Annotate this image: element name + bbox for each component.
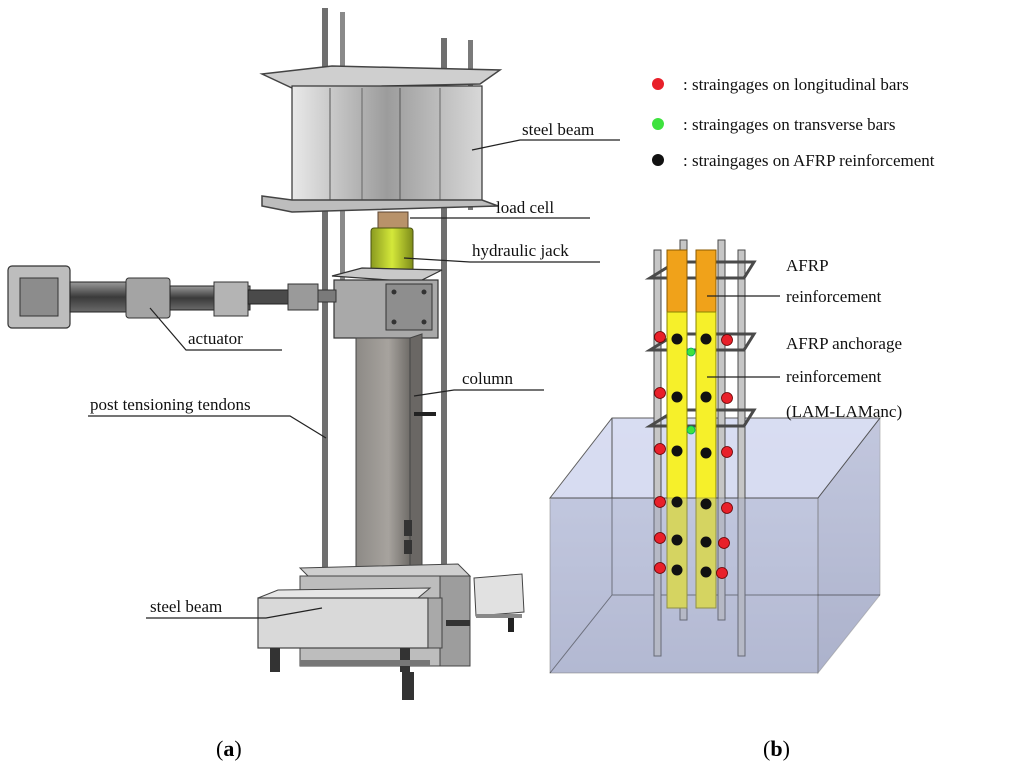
top-steel-beam [259, 65, 503, 213]
long-bar-4 [737, 249, 746, 657]
gauge-trans [686, 425, 696, 435]
setup-a: steel beam load cell hydraulic jack actu… [7, 8, 620, 700]
caption-b-close: ) [783, 736, 790, 761]
actuator-assembly [7, 265, 337, 329]
gauge-afrp [700, 333, 712, 345]
tendon-rod-right [441, 38, 447, 586]
gauge-afrp [671, 534, 683, 546]
gauge-afrp [700, 391, 712, 403]
legend-text-transverse: : straingages on transverse bars [683, 115, 895, 134]
caption-b-open: ( [763, 736, 770, 761]
label-anchorage-line3: (LAM-LAManc) [786, 402, 902, 421]
label-afrp-line2: reinforcement [786, 287, 882, 306]
gauge-long [654, 496, 666, 508]
gauge-long [721, 446, 733, 458]
label-column: column [462, 369, 513, 388]
label-afrp-line1: AFRP [786, 256, 829, 275]
leader-steel-beam-top [471, 139, 620, 151]
gauge-long [716, 567, 728, 579]
gauge-afrp [700, 498, 712, 510]
label-anchorage-line1: AFRP anchorage [786, 334, 902, 353]
label-actuator: actuator [188, 329, 243, 348]
strain-gauges [654, 331, 733, 579]
gauge-afrp [671, 564, 683, 576]
afrp-strip-right [695, 311, 717, 609]
caption-b-letter: b [770, 736, 782, 761]
afrp-strip-right-top [695, 249, 717, 313]
column [355, 333, 436, 584]
label-hydraulic-jack: hydraulic jack [472, 241, 569, 260]
afrp-strip-left [666, 311, 688, 609]
label-post-tensioning: post tensioning tendons [90, 395, 251, 414]
legend-dot-longitudinal [652, 78, 664, 90]
legend-text-longitudinal: : straingages on longitudinal bars [683, 75, 909, 94]
gauge-afrp [671, 391, 683, 403]
legend-dot-transverse [652, 118, 664, 130]
long-bar-3 [717, 239, 726, 621]
gauge-long [721, 502, 733, 514]
caption-b: (b) [763, 736, 790, 761]
gauge-long [718, 537, 730, 549]
gauge-long [654, 562, 666, 574]
leader-steel-beam-bottom [146, 607, 323, 619]
label-steel-beam-top: steel beam [522, 120, 594, 139]
gauge-long [654, 387, 666, 399]
gauge-afrp [700, 566, 712, 578]
caption-a-open: ( [216, 736, 223, 761]
gauge-long [654, 331, 666, 343]
loading-head [331, 267, 443, 339]
gauge-afrp [671, 445, 683, 457]
label-anchorage-line2: reinforcement [786, 367, 882, 386]
leader-actuator [149, 307, 282, 351]
leader-post-tensioning [88, 415, 327, 439]
gauge-long [654, 443, 666, 455]
gauge-long [721, 334, 733, 346]
tendon-rod-left [322, 8, 328, 608]
caption-a: (a) [216, 736, 242, 761]
gauge-long [654, 532, 666, 544]
gauge-long [721, 392, 733, 404]
leader-hydraulic-jack [403, 257, 600, 263]
gauge-afrp [671, 333, 683, 345]
caption-a-close: ) [234, 736, 241, 761]
detail-b: : straingages on longitudinal bars : str… [548, 75, 935, 675]
footing [257, 563, 525, 700]
gauge-afrp [671, 496, 683, 508]
caption-a-letter: a [223, 736, 234, 761]
load-cell [377, 211, 409, 229]
legend-dot-afrp [652, 154, 664, 166]
legend-text-afrp: : straingages on AFRP reinforcement [683, 151, 935, 170]
gauge-trans [686, 347, 696, 357]
legend: : straingages on longitudinal bars : str… [652, 75, 935, 170]
leader-column [413, 389, 544, 397]
afrp-strip-left-top [666, 249, 688, 313]
afrp-strips [666, 249, 717, 609]
label-load-cell: load cell [496, 198, 554, 217]
label-steel-beam-bottom: steel beam [150, 597, 222, 616]
gauge-afrp [700, 536, 712, 548]
gauge-afrp [700, 447, 712, 459]
